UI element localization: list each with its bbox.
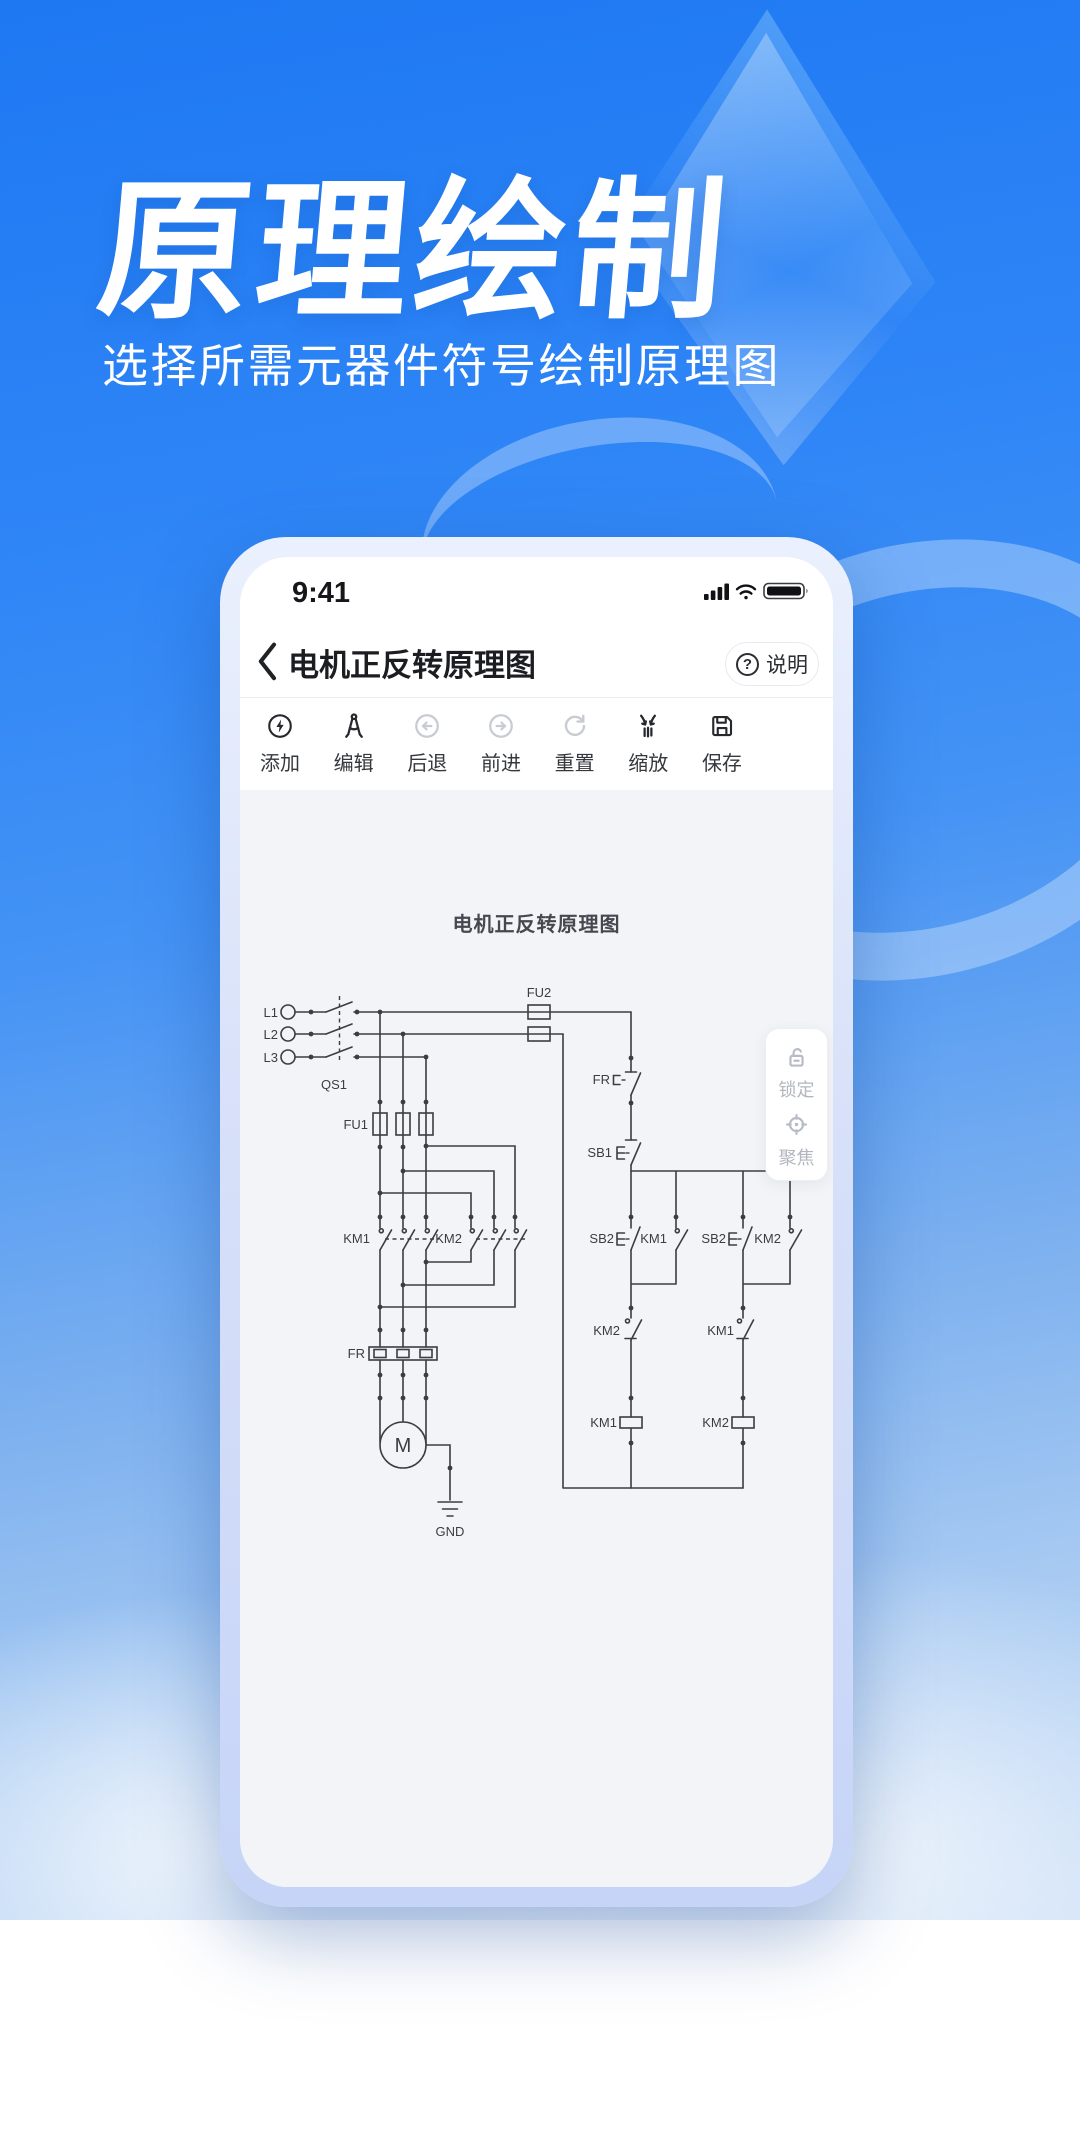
label-gnd: GND [436,1524,465,1539]
prism-decoration [612,0,942,470]
toolbar-item-label: 添加 [260,753,300,775]
focus-button[interactable]: 聚焦 [779,1110,815,1170]
zoom-button[interactable]: 缩放 [618,698,678,790]
undo-button[interactable]: 后退 [397,698,457,790]
back-button[interactable] [256,642,280,680]
crosshair-icon [785,1113,808,1136]
question-mark-icon: ? [736,652,759,676]
label-km2-coil: KM2 [702,1415,729,1430]
lock-open-icon [789,1048,804,1067]
label-l3: L3 [264,1050,278,1065]
label-motor: M [395,1435,412,1457]
circuit-junction-dots [308,1009,793,1471]
hero-title: 原理绘制 [91,167,739,337]
status-icons [704,582,808,600]
label-l2: L2 [264,1027,278,1042]
arrow-right-circle-icon [489,714,513,738]
toolbar-item-label: 重置 [554,753,595,775]
label-fr-main: FR [348,1346,365,1361]
drawing-canvas[interactable]: 电机正反转原理图 [240,790,833,1887]
label-fr-ctrl: FR [593,1072,610,1087]
label-fu1: FU1 [343,1117,368,1132]
help-button[interactable]: ? 说明 [725,642,819,686]
edit-tool-icon [344,713,363,738]
cellular-signal-icon [704,583,729,600]
label-km2-main: KM2 [435,1231,462,1246]
save-button[interactable]: 保存 [692,698,752,790]
toolbar-item-label: 保存 [701,753,742,775]
pinch-zoom-icon [640,714,657,738]
page-title: 电机正反转原理图 [288,648,536,683]
label-km1-main: KM1 [343,1231,370,1246]
label-sb2-fwd: SB2 [589,1231,614,1246]
help-button-label: 说明 [766,654,808,677]
nav-bar: 电机正反转原理图 ? 说明 [240,625,833,697]
battery-icon [763,582,808,600]
toolbar-item-label: 编辑 [333,753,374,775]
circuit-dashed-links [338,996,742,1240]
circuit-labels: L1 L2 L3 QS1 FU2 FU1 KM1 KM2 FR SB1 SB2 … [264,985,781,1539]
reset-circular-arrow-icon [564,714,585,736]
circuit-diagram[interactable]: L1 L2 L3 QS1 FU2 FU1 KM1 KM2 FR SB1 SB2 … [240,790,833,1882]
add-button[interactable]: 添加 [250,698,310,790]
label-km1-interlock: KM1 [707,1323,734,1338]
lock-button-label: 锁定 [778,1080,815,1100]
hero-subtitle: 选择所需元器件符号绘制原理图 [102,340,781,392]
canvas-side-panel: 锁定 聚焦 [765,1028,828,1181]
label-qs1: QS1 [321,1077,347,1092]
toolbar-item-label: 缩放 [628,753,669,775]
label-sb2-rev: SB2 [701,1231,726,1246]
toolbar-item-label: 后退 [407,753,448,775]
edit-button[interactable]: 编辑 [324,698,384,790]
lock-button[interactable]: 锁定 [779,1042,815,1102]
arrow-left-circle-icon [415,714,440,738]
label-fu2: FU2 [527,985,552,1000]
chevron-left-icon [258,642,277,680]
focus-button-label: 聚焦 [778,1148,815,1168]
reset-button[interactable]: 重置 [545,698,605,790]
redo-button[interactable]: 前进 [471,698,531,790]
label-l1: L1 [264,1005,278,1020]
wifi-icon [735,584,757,600]
status-bar: 9:41 [240,557,833,625]
label-km2-aux: KM2 [754,1231,781,1246]
toolbar-item-label: 前进 [480,753,521,775]
status-time: 9:41 [292,577,351,609]
label-sb1: SB1 [587,1145,612,1160]
diagram-title: 电机正反转原理图 [452,914,621,936]
toolbar: 添加 编辑 后退 [240,697,833,790]
phone-mockup: 9:41 [220,537,853,1907]
circuit-wires [280,1001,803,1517]
label-km1-coil: KM1 [590,1415,617,1430]
label-km1-aux: KM1 [640,1231,667,1246]
save-floppy-icon [712,715,732,737]
lightning-circle-icon [268,714,292,738]
label-km2-interlock: KM2 [593,1323,620,1338]
phone-screen: 9:41 [240,557,833,1887]
